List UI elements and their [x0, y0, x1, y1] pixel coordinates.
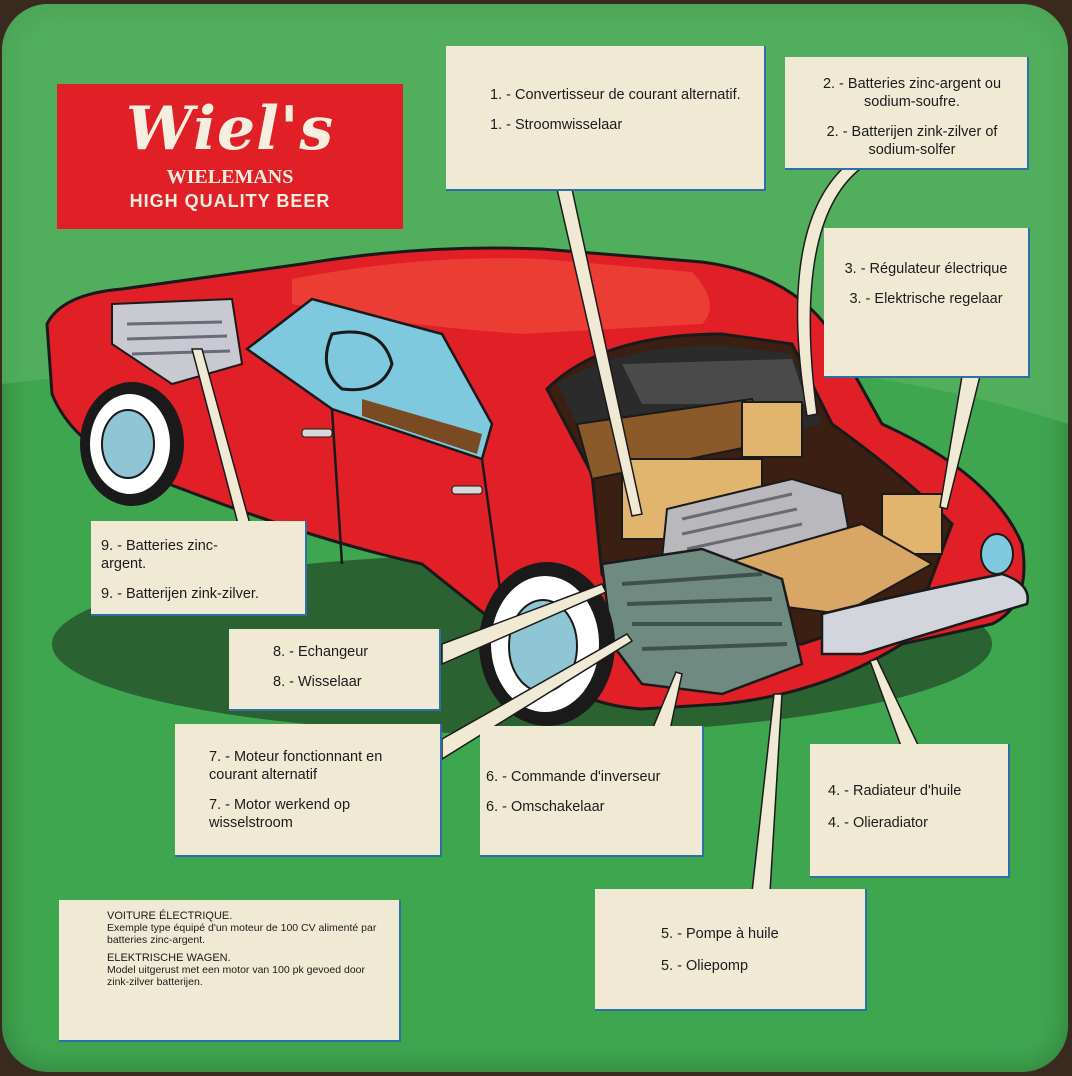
callout-3-nl: 3. - Elektrische regelaar: [849, 291, 1003, 307]
component-box: [741, 401, 803, 458]
callout-6-fr: 6. - Commande d'inverseur: [486, 769, 661, 785]
callout-7-nl: 7. - Motor werkend op wisselstroom: [209, 797, 351, 831]
callout-6-nl: 6. - Omschakelaar: [486, 799, 605, 815]
brand-tagline: HIGH QUALITY BEER: [129, 191, 331, 211]
callout-9: 9. - Batteries zinc-argent. 9. - Batteri…: [91, 521, 307, 616]
callout-1-fr: 1. - Convertisseur de courant alternatif…: [490, 87, 741, 103]
callout-4: 4. - Radiateur d'huile 4. - Olieradiator: [810, 744, 1010, 878]
callout-5-nl: 5. - Oliepomp: [661, 958, 749, 974]
brand-name: Wiel's: [125, 94, 335, 164]
callout-5-fr: 5. - Pompe à huile: [661, 926, 779, 942]
beer-coaster: Wiel's WIELEMANS HIGH QUALITY BEER 1. - …: [2, 4, 1068, 1072]
callout-7: 7. - Moteur fonctionnant en courant alte…: [175, 724, 442, 857]
callout-6: 6. - Commande d'inverseur 6. - Omschakel…: [480, 726, 704, 857]
note-body-nl: Model uitgerust met een motor van 100 pk…: [107, 964, 365, 988]
callout-5: 5. - Pompe à huile 5. - Oliepomp: [595, 889, 867, 1011]
brewer-name: WIELEMANS: [166, 166, 294, 188]
headlight: [980, 533, 1014, 575]
brand-logo: Wiel's WIELEMANS HIGH QUALITY BEER: [57, 84, 403, 229]
note-body-fr: Exemple type équipé d'un moteur de 100 C…: [107, 922, 377, 946]
callout-4-fr: 4. - Radiateur d'huile: [828, 783, 962, 799]
callout-8-nl: 8. - Wisselaar: [273, 674, 362, 690]
callout-9-nl: 9. - Batterijen zink-zilver.: [101, 586, 259, 602]
callout-8: 8. - Echangeur 8. - Wisselaar: [229, 629, 441, 711]
callout-2-nl: 2. - Batterijen zink-zilver of sodium-so…: [826, 124, 998, 158]
note-title-nl: ELEKTRISCHE WAGEN.: [107, 952, 231, 964]
callout-2-fr: 2. - Batteries zinc-argent ou sodium-sou…: [822, 76, 1002, 110]
callout-9-fr: 9. - Batteries zinc-argent.: [101, 538, 218, 572]
callout-8-fr: 8. - Echangeur: [273, 644, 369, 660]
rear-wheel: [80, 382, 184, 506]
front-bumper: [820, 572, 1029, 656]
callout-1-nl: 1. - Stroomwisselaar: [490, 117, 623, 133]
callout-7-fr: 7. - Moteur fonctionnant en courant alte…: [209, 749, 383, 783]
callout-4-nl: 4. - Olieradiator: [828, 815, 928, 831]
callout-2: 2. - Batteries zinc-argent ou sodium-sou…: [785, 57, 1029, 170]
callout-1: 1. - Convertisseur de courant alternatif…: [446, 46, 766, 191]
callout-3-fr: 3. - Régulateur électrique: [844, 261, 1008, 277]
callout-3: 3. - Régulateur électrique 3. - Elektris…: [824, 228, 1030, 378]
description-note: VOITURE ÉLECTRIQUE. Exemple type équipé …: [59, 900, 401, 1042]
note-title-fr: VOITURE ÉLECTRIQUE.: [107, 910, 233, 922]
